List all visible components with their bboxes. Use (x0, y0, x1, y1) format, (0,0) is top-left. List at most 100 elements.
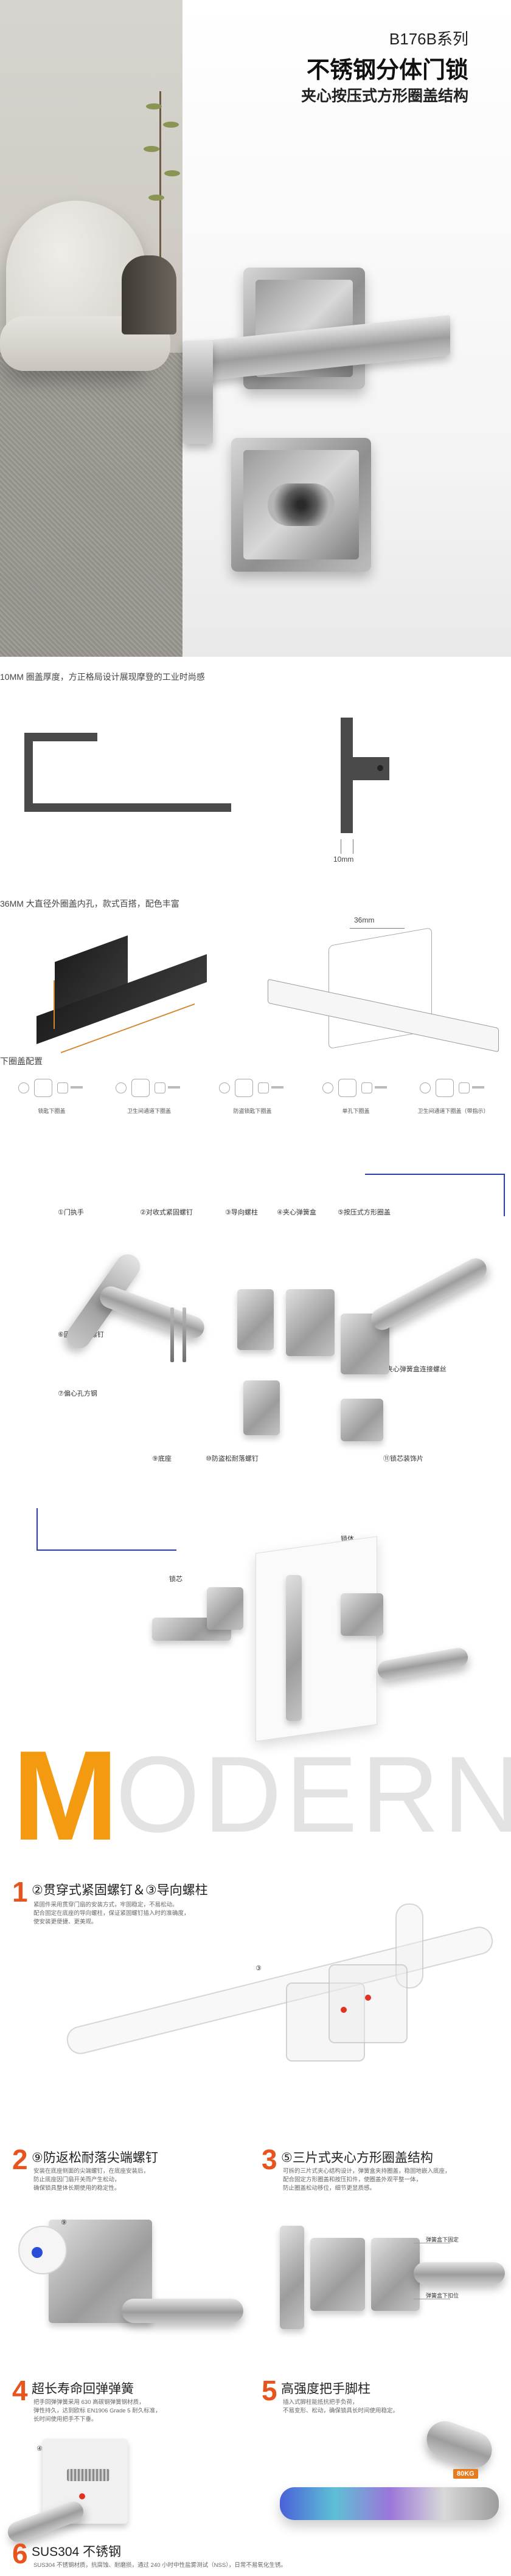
spring-icon (67, 2469, 109, 2481)
ghost-lever (64, 1923, 496, 2057)
rose-config-caption: 下圈盖配置 (0, 1056, 43, 1066)
callout-label: ⑨ (61, 2219, 67, 2226)
lock-lever (376, 1646, 470, 1681)
dimension-10mm: 10mm (333, 855, 354, 864)
highlight-dot (79, 2493, 85, 2499)
callout-label: ③ (255, 1965, 262, 1972)
cylinder-rose (231, 438, 371, 572)
feature-number: 4 (12, 2375, 28, 2406)
highlight-dot (365, 1995, 371, 2001)
label-cylinder: 锁芯 (169, 1576, 182, 1583)
rose-type-icon (322, 1076, 389, 1101)
rose-type-label: 卫生间通道下圈盖（带指示） (417, 1108, 489, 1114)
screw (182, 1307, 186, 1362)
feature-title: ②贯穿式紧固螺钉＆③导向螺柱 (32, 1883, 208, 1897)
feature-desc: SUS304 不锈钢材质，抗腐蚀、耐磨损，通过 240 小时中性盐雾测试（NSS… (33, 2562, 287, 2569)
lever-end (182, 341, 213, 444)
rose-type-label: 锁匙下圈盖 (38, 1108, 66, 1114)
feature3-cover (371, 2238, 420, 2311)
orange-edge-line (54, 980, 55, 1029)
zoom-circle (18, 2226, 67, 2274)
back-rose-part (341, 1593, 383, 1636)
hero-section: B176B系列 不锈钢分体门锁 夹心按压式方形圈盖结构 (0, 0, 511, 657)
plant-leaf (148, 195, 164, 201)
feature-title: 超长寿命回弹弹簧 (32, 2382, 134, 2396)
label-base: ⑨底座 (152, 1455, 172, 1463)
feature-desc: 紧固件采用贯穿门扇的安装方式，牢固稳定，不易松动。 配合固定在底座的导向螺柱，保… (33, 1902, 190, 1925)
plant-leaf (144, 146, 159, 152)
weight-badge: 80KG (453, 2469, 478, 2479)
side-profile-rose (341, 718, 353, 833)
profile-drawing-top (24, 733, 97, 741)
corner-bracket (504, 1174, 505, 1216)
profile-drawing-lever (24, 803, 231, 812)
feature-title: 高强度把手脚柱 (281, 2382, 370, 2396)
side-profile-neck (353, 757, 389, 780)
rose-type-icon (219, 1076, 286, 1101)
label-square-hole: ⑦偏心孔方钢 (58, 1390, 97, 1397)
dimension-36mm: 36mm (354, 916, 375, 924)
feature-number: 1 (12, 1876, 28, 1908)
thickness-caption: 10MM 圈盖厚度，方正格局设计展现摩登的工业时尚感 (0, 672, 205, 682)
feature-number: 6 (12, 2538, 28, 2569)
feature-number: 5 (262, 2375, 277, 2406)
rose-type-icon (18, 1076, 85, 1101)
corner-bracket (36, 1508, 38, 1551)
plant-leaf (163, 122, 179, 128)
side-table (122, 255, 176, 334)
feature3-spring-box (310, 2238, 365, 2311)
corner-bracket (36, 1549, 176, 1551)
plant-stem (159, 91, 161, 261)
feature-title: ⑤三片式夹心方形圈盖结构 (281, 2151, 433, 2165)
part-base (243, 1380, 280, 1435)
feature-title: SUS304 不锈钢 (32, 2545, 122, 2559)
door-slab (255, 1536, 377, 1742)
feature3-door (280, 2226, 304, 2329)
product-title: 不锈钢分体门锁 (306, 58, 468, 83)
highlight-dot (341, 2007, 347, 2013)
plant-leaf (146, 103, 162, 109)
screw-tip-icon (32, 2247, 43, 2258)
feature3-lever (414, 2262, 505, 2284)
key-cylinder-icon (268, 483, 335, 526)
feature-title: ⑨防返松耐落尖端螺钉 (32, 2151, 158, 2165)
ghost-rose (286, 1982, 365, 2062)
feature-desc: 可拆的三片式夹心结构设计，弹簧盒夹持圈盖，稳固地嵌入底座， 配合固定方形圈盖和按… (283, 2168, 451, 2192)
rose-type-label: 单孔下圈盖 (342, 1108, 370, 1114)
plant-leaf (164, 170, 180, 176)
label-anti-loose: ⑩防盗松耐落螺钉 (206, 1455, 259, 1463)
label-guide-post: ③导向螺柱 (225, 1209, 258, 1216)
callout-label: ④ (36, 2445, 43, 2453)
ghost-lever-end (395, 1903, 423, 1989)
lock-body (286, 1575, 302, 1721)
diameter-caption: 36MM 大直径外圈盖内孔，款式百搭，配色丰富 (0, 899, 179, 909)
modern-letter-m: M (12, 1724, 119, 1867)
profile-drawing-vertical (24, 733, 33, 812)
label-decor: ⑪锁芯装饰片 (383, 1455, 423, 1463)
feature-desc: 把手回弹弹簧采用 630 高碳钢弹簧钢材质， 弹性持久，达到欧标 EN1906 … (33, 2399, 161, 2423)
cylinder-rose-part (207, 1587, 243, 1630)
dimension-line (350, 928, 405, 929)
feature-desc: 安装在底座侧面的尖端螺钉，在底座安装后， 防止底座因门扇开关而产生松动， 确保锁… (33, 2168, 150, 2192)
exploded-lever-2 (367, 1254, 491, 1334)
handle-stem-rainbow (280, 2487, 499, 2520)
label-spring: ④夹心弹簧盒 (277, 1209, 316, 1216)
feature2-lever (122, 2299, 243, 2323)
feature5-handle-end (422, 2415, 497, 2474)
part-cover (286, 1289, 335, 1356)
part-spring-box (237, 1289, 274, 1350)
series-label: B176B系列 (389, 30, 468, 48)
exploded-lever-1b (97, 1283, 207, 1342)
label-spring-box-screw: ⑧夹心弹簧盒连接螺丝 (380, 1366, 447, 1373)
modern-letters-rest: ODERN (116, 1734, 511, 1855)
feature-number: 3 (262, 2144, 277, 2175)
label-through-bolt: ②对收式紧固螺钉 (140, 1209, 193, 1216)
feature-desc: 插入式脚柱能抵抗把手负荷， 不易变形、松动，确保锁具长时间使用稳定。 (283, 2399, 399, 2414)
callout-label: 弹簧盒下扣位 (426, 2293, 459, 2299)
rose-type-label: 卫生间通道下圈盖 (127, 1108, 171, 1114)
carpet-floor (0, 353, 182, 657)
label-cover: ⑤按压式方形圈盖 (338, 1209, 391, 1216)
part-decor (341, 1399, 383, 1441)
corner-bracket (365, 1174, 505, 1175)
